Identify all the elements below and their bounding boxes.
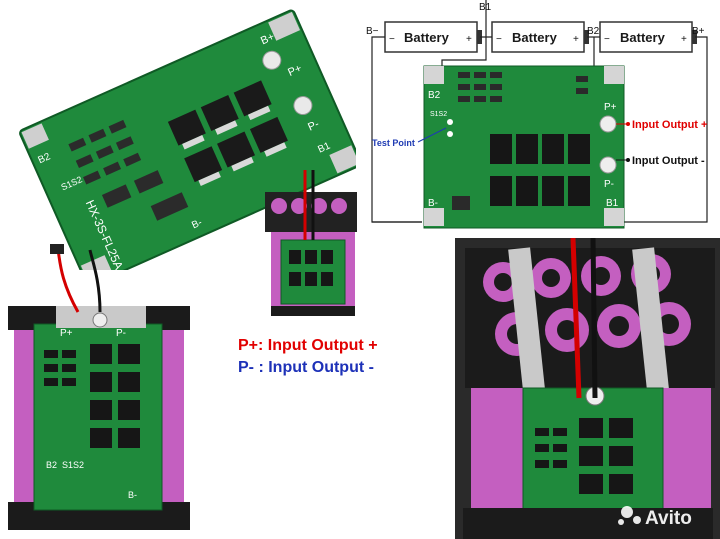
battery-pack-left-photo: P+ P- B2 S1S2 B- bbox=[8, 244, 190, 530]
battery-1: − Battery + bbox=[384, 21, 482, 53]
wiring-diagram: − Battery + − Battery + − Battery + B− B… bbox=[366, 0, 708, 229]
legend-p-minus: P- : Input Output - bbox=[238, 359, 374, 376]
battery-2: − Battery + bbox=[491, 21, 589, 53]
pad-bottom-right bbox=[329, 145, 356, 174]
pcb-body bbox=[19, 9, 356, 270]
input-output-plus-label: Input Output + bbox=[632, 119, 707, 131]
battery-3: − Battery + bbox=[599, 21, 697, 53]
input-output-minus-label: Input Output - bbox=[632, 155, 705, 167]
board-p-minus: P- bbox=[604, 179, 614, 190]
mosfet-row bbox=[167, 80, 288, 183]
svg-text:−: − bbox=[604, 34, 610, 45]
svg-text:+: + bbox=[466, 34, 472, 45]
svg-text:−: − bbox=[389, 34, 395, 45]
node-b2: B2 bbox=[587, 26, 600, 37]
pad-bottom-left bbox=[80, 255, 113, 270]
legend-p-plus: P+: Input Output + bbox=[238, 337, 378, 354]
battery-3-label: Battery bbox=[620, 30, 666, 45]
terminal-p-plus bbox=[262, 50, 282, 70]
avito-logo: Avito bbox=[618, 506, 692, 529]
silk-p-minus: P- bbox=[306, 118, 321, 134]
silk-b-minus: B- bbox=[190, 217, 204, 231]
svg-text:+: + bbox=[681, 34, 687, 45]
node-b1: B1 bbox=[479, 2, 492, 13]
node-b-minus: B− bbox=[366, 26, 379, 37]
photo-left-s1s2: S1S2 bbox=[62, 460, 84, 470]
board-p-plus: P+ bbox=[604, 102, 617, 113]
board-b1: B1 bbox=[606, 198, 619, 209]
svg-text:−: − bbox=[496, 34, 502, 45]
test-point-label: Test Point bbox=[372, 138, 415, 148]
board-b2: B2 bbox=[428, 90, 441, 101]
photo-left-p-plus: P+ bbox=[60, 328, 73, 339]
bms-board-photo: B+ P+ P- B1 B2 B- S1S2 HX-3S-FL25A bbox=[19, 9, 356, 270]
watermark-text: Avito bbox=[645, 508, 692, 529]
silk-p-plus: P+ bbox=[286, 62, 303, 79]
node-b-plus: B+ bbox=[692, 26, 705, 37]
silk-b1: B1 bbox=[316, 140, 332, 155]
battery-pack-small-photo bbox=[265, 170, 357, 316]
photo-left-p-minus: P- bbox=[116, 328, 126, 339]
photo-left-b2: B2 bbox=[46, 460, 57, 470]
terminal-p-minus bbox=[293, 96, 313, 116]
silk-b2: B2 bbox=[37, 151, 53, 166]
battery-pack-right-photo: Avito bbox=[455, 238, 720, 539]
diagram-pcb bbox=[423, 65, 625, 229]
board-b-minus: B- bbox=[428, 198, 438, 209]
svg-text:+: + bbox=[573, 34, 579, 45]
board-s1s2: S1S2 bbox=[430, 111, 447, 118]
photo-left-b-minus: B- bbox=[128, 490, 137, 500]
pad-top-right bbox=[268, 11, 301, 41]
battery-1-label: Battery bbox=[404, 30, 450, 45]
pad-top-left bbox=[21, 123, 49, 149]
silk-b-plus: B+ bbox=[259, 31, 276, 48]
battery-2-label: Battery bbox=[512, 30, 558, 45]
output-legend: P+: Input Output + P- : Input Output - bbox=[238, 335, 448, 379]
